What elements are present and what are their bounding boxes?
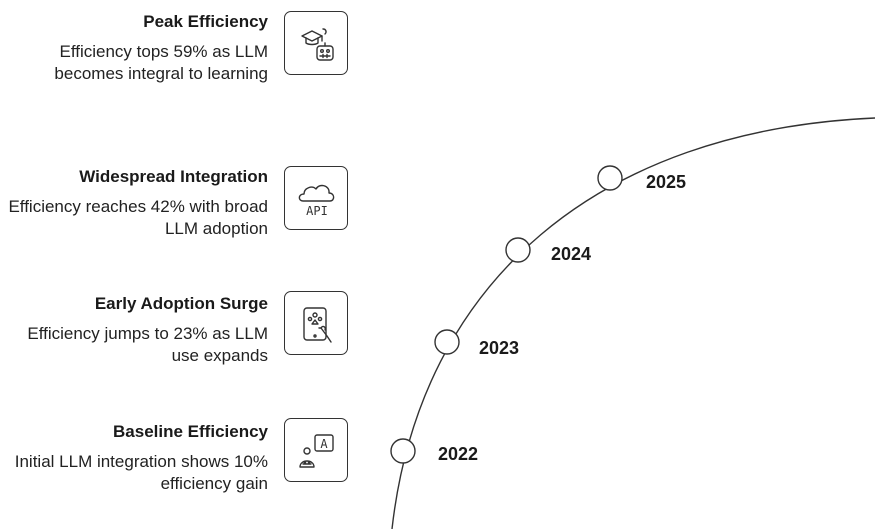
milestone-node-2022 [390, 438, 416, 464]
year-label-2023: 2023 [479, 338, 520, 358]
milestone-title: Peak Efficiency [143, 12, 268, 31]
milestone-title: Baseline Efficiency [113, 422, 268, 441]
milestone-baseline-efficiency: Baseline Efficiency Initial LLM integrat… [0, 421, 268, 495]
milestone-description: Efficiency reaches 42% with broad LLM ad… [8, 197, 268, 238]
milestone-early-adoption-surge: Early Adoption Surge Efficiency jumps to… [0, 293, 268, 367]
svg-text:API: API [306, 204, 328, 218]
graduation-robot-icon [284, 11, 348, 75]
milestone-title: Widespread Integration [79, 167, 268, 186]
tablet-touch-icon [284, 291, 348, 355]
year-label-2025: 2025 [646, 172, 687, 192]
milestone-widespread-integration: Widespread Integration Efficiency reache… [0, 166, 268, 240]
milestone-node-2025 [597, 165, 623, 191]
milestone-description: Initial LLM integration shows 10% effici… [14, 452, 268, 493]
milestone-description: Efficiency tops 59% as LLM becomes integ… [54, 42, 268, 83]
year-label-2024: 2024 [551, 244, 592, 264]
milestone-node-2024 [505, 237, 531, 263]
milestone-title: Early Adoption Surge [94, 294, 268, 313]
milestone-node-2023 [434, 329, 460, 355]
svg-text:A: A [320, 437, 328, 451]
year-label-2022: 2022 [438, 444, 479, 464]
milestone-peak-efficiency: Peak Efficiency Efficiency tops 59% as L… [0, 11, 268, 85]
cloud-api-icon: API [284, 166, 348, 230]
ai-assistant-icon: A [284, 418, 348, 482]
milestone-description: Efficiency jumps to 23% as LLM use expan… [27, 324, 268, 365]
